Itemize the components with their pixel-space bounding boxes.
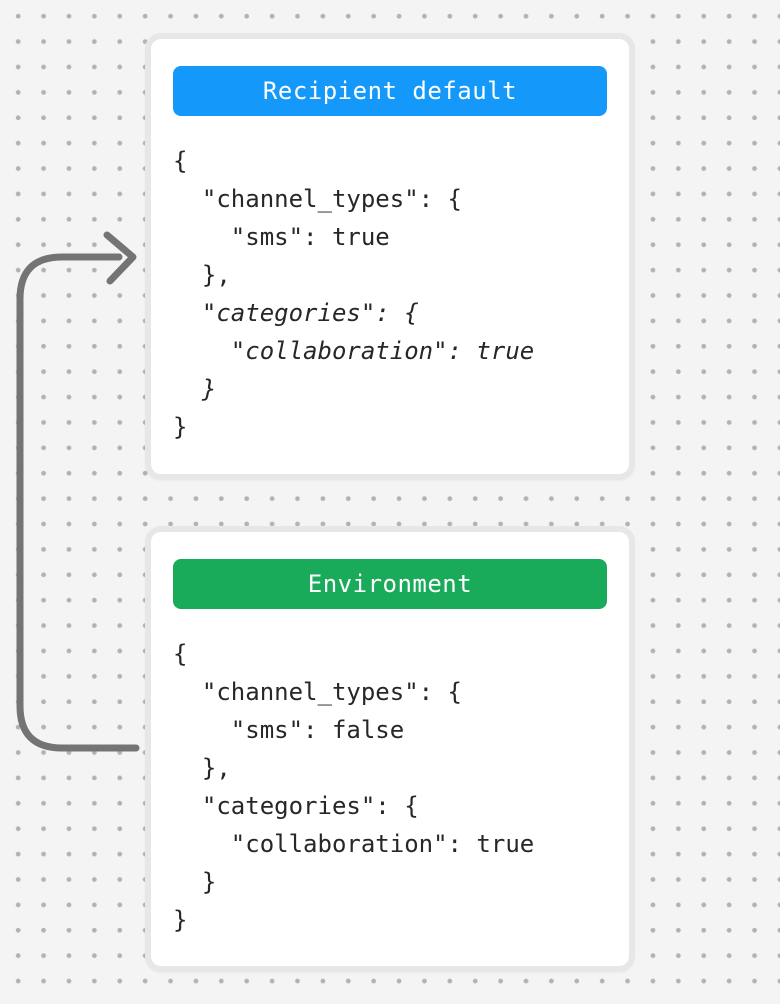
code-line: }: [173, 413, 188, 441]
code-line: "channel_types": {: [173, 678, 462, 706]
recipient-default-card-title: Recipient default: [173, 66, 607, 116]
environment-card: Environment { "channel_types": { "sms": …: [145, 526, 635, 972]
code-line: {: [173, 147, 188, 175]
code-line: }: [173, 906, 188, 934]
code-line: },: [173, 754, 231, 782]
flow-arrow-line: [16, 253, 140, 752]
code-line: "collaboration": true: [173, 830, 535, 858]
code-line: "collaboration": true: [173, 337, 535, 365]
code-line: "sms": true: [173, 223, 390, 251]
flow-arrowhead-icon: [103, 231, 137, 285]
recipient-default-card: Recipient default { "channel_types": { "…: [145, 33, 635, 480]
code-line: "channel_types": {: [173, 185, 462, 213]
environment-json-code: { "channel_types": { "sms": false }, "ca…: [173, 635, 607, 939]
recipient-default-json-code: { "channel_types": { "sms": true }, "cat…: [173, 142, 607, 446]
code-line: "categories": {: [173, 299, 419, 327]
flow-arrow: [16, 231, 140, 752]
code-line: },: [173, 261, 231, 289]
code-line: "sms": false: [173, 716, 405, 744]
code-line: {: [173, 640, 188, 668]
environment-card-title: Environment: [173, 559, 607, 609]
code-line: }: [173, 375, 217, 403]
code-line: }: [173, 868, 217, 896]
code-line: "categories": {: [173, 792, 419, 820]
